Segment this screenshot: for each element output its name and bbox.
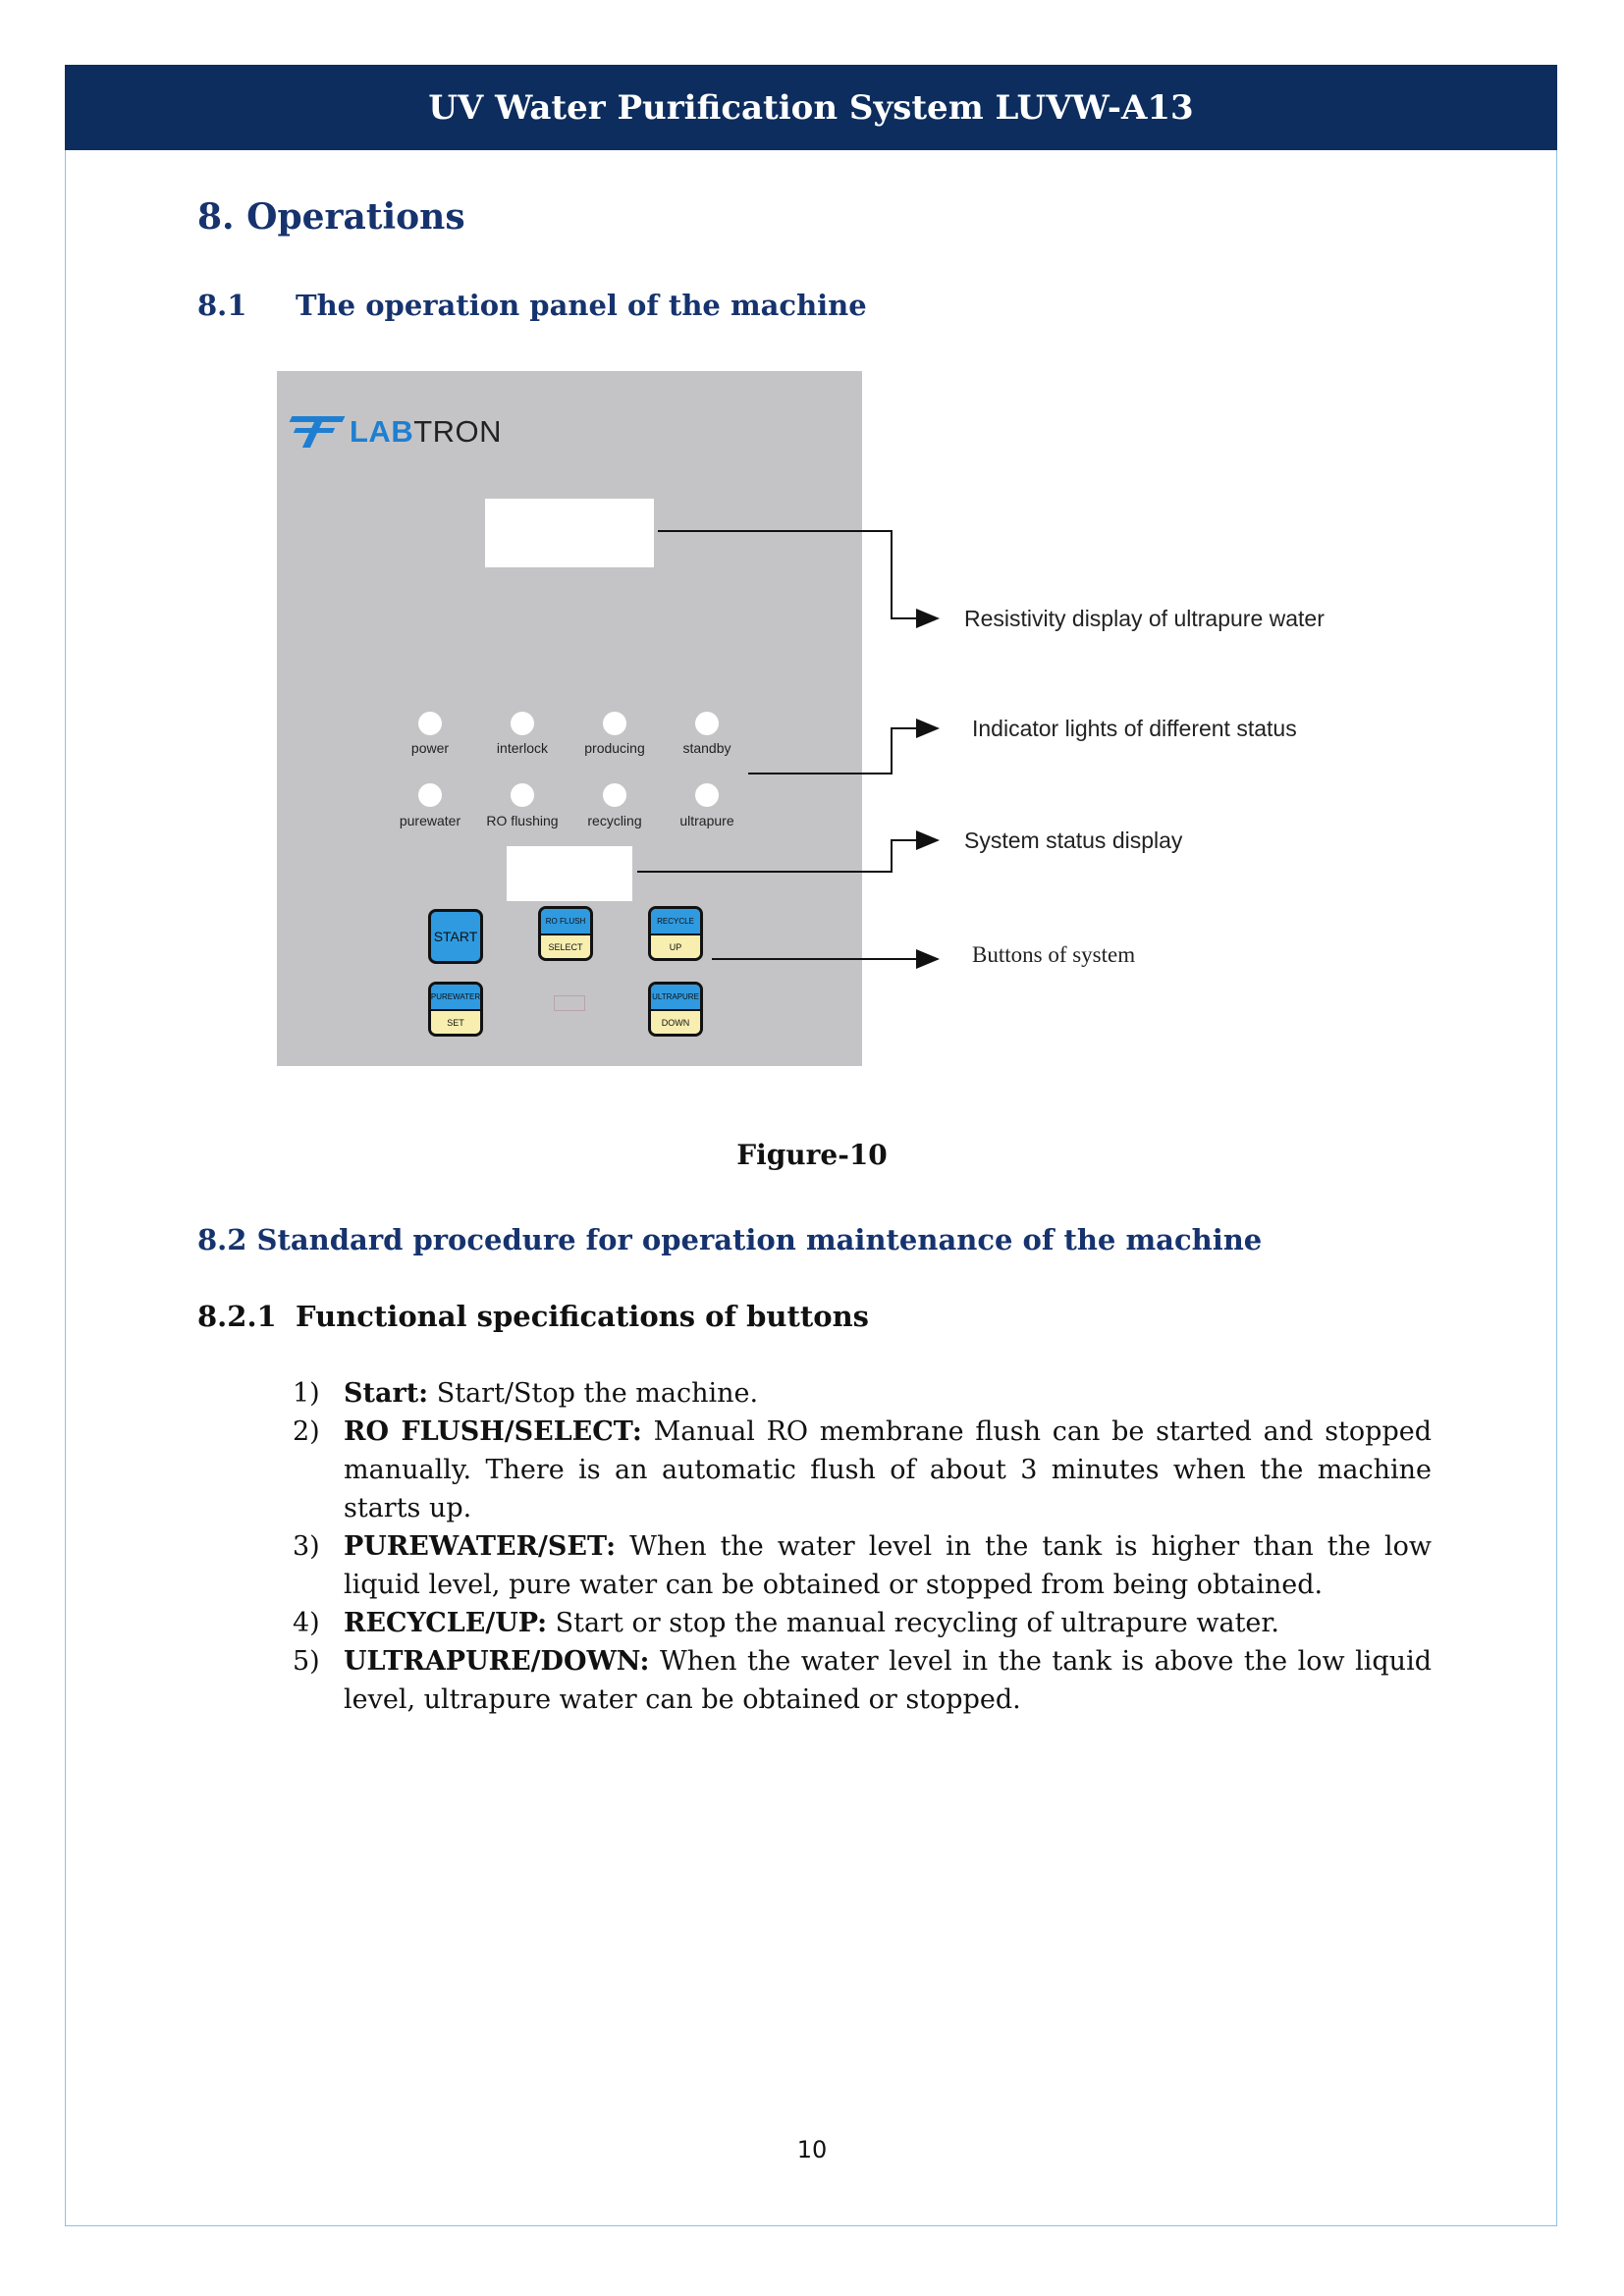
document-title: UV Water Purification System LUVW-A13 <box>428 87 1194 128</box>
list-item: 5) ULTRAPURE/DOWN: When the water level … <box>293 1646 1432 1715</box>
callout-indicator-lights: Indicator lights of different status <box>972 716 1297 741</box>
purewater-set-button: PUREWATER SET <box>428 982 483 1037</box>
indicator-label: ultrapure <box>679 813 734 828</box>
indicator-light-producing <box>603 712 626 735</box>
subsubsection-heading-8-2-1: 8.2.1 Functional specifications of butto… <box>197 1300 869 1333</box>
indicator-label: standby <box>682 740 731 756</box>
callout-buttons: Buttons of system <box>972 942 1136 967</box>
subsection-title: The operation panel of the machine <box>296 289 867 322</box>
list-item: 1) Start: Start/Stop the machine. <box>293 1378 759 1409</box>
list-item: 2) RO FLUSH/SELECT: Manual RO membrane f… <box>293 1416 1432 1523</box>
subsection-heading-8-1: 8.1 The operation panel of the machine <box>197 289 867 322</box>
indicator-light-interlock <box>511 712 534 735</box>
list-item: 3) PUREWATER/SET: When the water level i… <box>293 1531 1432 1600</box>
start-button: START <box>428 909 483 964</box>
callout-lines <box>637 530 940 969</box>
callout-system-status: System status display <box>964 828 1183 853</box>
indicator-light-recycling <box>603 783 626 807</box>
ultrapure-down-button: ULTRAPURE DOWN <box>648 982 703 1037</box>
indicator-label: producing <box>584 740 645 756</box>
subsection-number: 8.1 <box>197 289 247 322</box>
button-spec-list: 1) Start: Start/Stop the machine. 2) RO … <box>293 1374 1432 1719</box>
indicator-label: RO flushing <box>486 813 559 828</box>
indicator-light-ultrapure <box>695 783 719 807</box>
list-item: 4) RECYCLE/UP: Start or stop the manual … <box>293 1608 1279 1638</box>
operation-panel-figure: LABTRON power interlock producing standb… <box>277 371 862 1066</box>
indicator-label: recycling <box>587 813 642 828</box>
indicator-light-ro-flushing <box>511 783 534 807</box>
page-number: 10 <box>796 2136 828 2163</box>
ro-flush-select-button: RO FLUSH SELECT <box>538 906 593 961</box>
system-status-display <box>507 846 632 901</box>
section-heading: 8. Operations <box>197 196 465 238</box>
panel-small-indicator <box>554 995 585 1011</box>
indicator-light-purewater <box>418 783 442 807</box>
document-header: UV Water Purification System LUVW-A13 <box>65 65 1557 150</box>
indicator-label: power <box>410 740 450 756</box>
labtron-logo: LABTRON <box>289 414 502 450</box>
subsubsection-number: 8.2.1 <box>197 1300 277 1333</box>
indicator-label: purewater <box>399 813 461 828</box>
indicator-light-power <box>418 712 442 735</box>
subsubsection-title: Functional specifications of buttons <box>296 1300 869 1333</box>
indicator-light-standby <box>695 712 719 735</box>
indicator-label: interlock <box>496 740 549 756</box>
resistivity-display <box>485 499 654 567</box>
recycle-up-button: RECYCLE UP <box>648 906 703 961</box>
figure-caption: Figure-10 <box>736 1139 888 1171</box>
callout-resistivity-display: Resistivity display of ultrapure water <box>964 606 1325 631</box>
subsection-heading-8-2: 8.2 Standard procedure for operation mai… <box>197 1223 1263 1256</box>
